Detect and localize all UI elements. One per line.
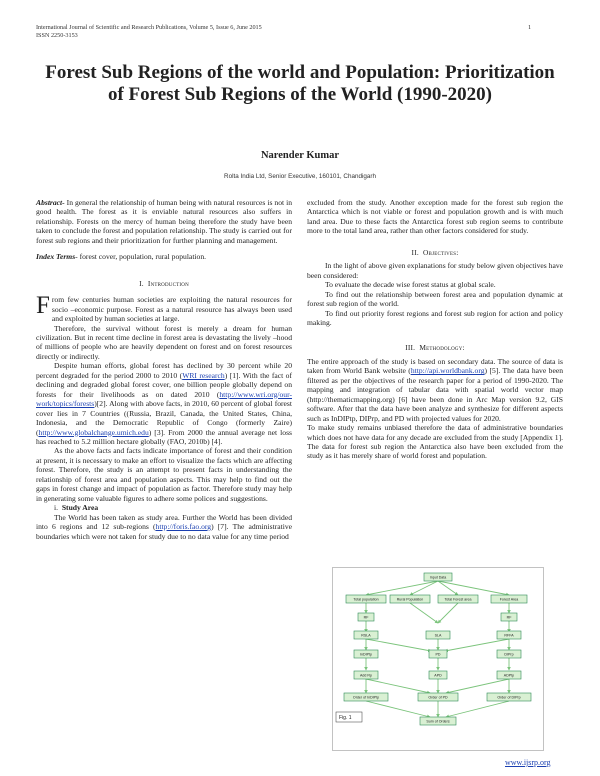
svg-text:Input Data: Input Data xyxy=(430,576,447,580)
methodology-paragraph-1: The entire approach of the study is base… xyxy=(307,356,563,423)
index-terms-text: - forest cover, population, rural popula… xyxy=(75,252,207,262)
svg-text:Rural Population: Rural Population xyxy=(397,598,424,602)
intro-paragraph-3: Despite human efforts, global forest has… xyxy=(36,361,293,446)
box-rffa: RFFA xyxy=(496,630,522,640)
right-column: excluded from the study. Another excepti… xyxy=(307,198,563,461)
study-area-continued: excluded from the study. Another excepti… xyxy=(307,198,563,236)
foris-link[interactable]: http://foris.fao.org xyxy=(155,522,212,532)
svg-text:Add Rp: Add Rp xyxy=(360,674,372,678)
page-number: 1 xyxy=(528,24,532,31)
subsection-heading-study-area: i. Study Area xyxy=(54,503,99,513)
issn: ISSN 2250-3153 xyxy=(36,32,78,39)
objective-1: To evaluate the decade wise forest statu… xyxy=(325,280,496,290)
box-order-pd: Order of PD xyxy=(417,692,459,702)
box-rf: RF xyxy=(357,612,375,622)
svg-text:Total population: Total population xyxy=(353,598,378,602)
left-column: Abstract- In general the relationship of… xyxy=(36,198,292,541)
svg-text:SLA: SLA xyxy=(435,634,442,638)
drop-cap: F xyxy=(36,292,50,320)
author-name: Narender Kumar xyxy=(260,150,340,161)
paper-title: Forest Sub Regions of the world and Popu… xyxy=(45,62,555,105)
box-order-indiptp: Order of InDIPtp xyxy=(343,692,389,702)
index-terms-label: Index Terms xyxy=(36,252,76,262)
svg-text:Sum of Orders: Sum of Orders xyxy=(426,720,450,724)
svg-text:PD: PD xyxy=(436,653,441,657)
journal-url-link[interactable]: www.ijsrp.org xyxy=(505,758,551,767)
svg-text:Fig. 1: Fig. 1 xyxy=(339,715,352,721)
study-area-paragraph: The World has been taken as study area. … xyxy=(36,512,292,541)
svg-text:RFFA: RFFA xyxy=(504,634,514,638)
journal-name: International Journal of Scientific and … xyxy=(36,24,262,31)
intro-paragraph-2: Therefore, the survival without forest i… xyxy=(36,323,292,361)
box-input-data: Input Data xyxy=(423,572,453,582)
svg-text:RSLA: RSLA xyxy=(361,634,371,638)
box-pd: PD xyxy=(428,649,448,659)
box-apd: APD xyxy=(428,670,448,680)
svg-text:ADPtp: ADPtp xyxy=(504,674,514,678)
box-sum-of-orders: Sum of Orders xyxy=(419,716,457,726)
box-diprp: DIPrp xyxy=(496,649,522,659)
worldbank-api-link[interactable]: http://api.worldbank.org xyxy=(410,366,485,376)
svg-text:RF: RF xyxy=(364,616,370,620)
box-order-diprp: Order of DIPrp xyxy=(486,692,532,702)
svg-text:Forest Area: Forest Area xyxy=(500,598,519,602)
box-add-rp: Add Rp xyxy=(353,670,379,680)
box-total-population: Total population xyxy=(345,594,387,604)
wri-forests-link[interactable]: http://www.wri.org/our-work/topics/fores… xyxy=(36,389,292,409)
abstract-text: In general the relationship of human bei… xyxy=(36,198,292,245)
methodology-flow-diagram: Input Data Total population Rural Popula… xyxy=(332,567,544,751)
box-adptp: ADPtp xyxy=(496,670,522,680)
svg-text:APD: APD xyxy=(434,674,442,678)
figure-caption: Fig. 1 xyxy=(335,711,363,723)
index-terms: Index Terms- forest cover, population, r… xyxy=(36,252,292,261)
svg-text:Order of InDIPtp: Order of InDIPtp xyxy=(353,696,379,700)
svg-text:Total Forest area: Total Forest area xyxy=(445,598,472,602)
journal-header: International Journal of Scientific and … xyxy=(36,24,262,40)
box-rf-right: RF xyxy=(500,612,518,622)
abstract-label: Abstract- xyxy=(36,198,65,207)
section-heading-methodology: III. Methodology: xyxy=(405,343,465,353)
objective-3: To find out priority forest regions and … xyxy=(307,308,563,327)
objectives-intro: In the light of above given explanations… xyxy=(307,261,563,280)
intro-paragraph-4: As the above facts and facts indicate im… xyxy=(36,446,292,503)
svg-text:DIPrp: DIPrp xyxy=(504,653,513,657)
section-heading-introduction: I. Introduction xyxy=(139,278,189,288)
box-sla: SLA xyxy=(425,630,451,640)
box-forest-area: Forest Area xyxy=(490,594,528,604)
svg-text:RF: RF xyxy=(507,616,513,620)
section-heading-objectives: II. Objectives: xyxy=(411,247,459,257)
box-rural-population: Rural Population xyxy=(389,594,431,604)
box-rsla: RSLA xyxy=(353,630,379,640)
wri-research-link[interactable]: WRI research xyxy=(182,370,225,380)
methodology-paragraph-2: To make study remains unbiased therefore… xyxy=(307,423,563,461)
box-total-forest-area: Total Forest area xyxy=(437,594,479,604)
objective-2: To find out the relationship between for… xyxy=(307,289,563,309)
abstract: Abstract- In general the relationship of… xyxy=(36,198,292,245)
diagram-arrows xyxy=(364,580,511,719)
svg-text:InDIPtp: InDIPtp xyxy=(360,653,372,657)
svg-text:Order of DIPrp: Order of DIPrp xyxy=(497,696,520,700)
svg-text:Order of PD: Order of PD xyxy=(428,696,448,700)
author-affiliation: Rolta India Ltd, Senior Executive, 16010… xyxy=(224,173,376,180)
globalchange-link[interactable]: http://www.globalchange.umich.edu xyxy=(38,427,149,437)
box-indiptp: InDIPtp xyxy=(353,649,379,659)
